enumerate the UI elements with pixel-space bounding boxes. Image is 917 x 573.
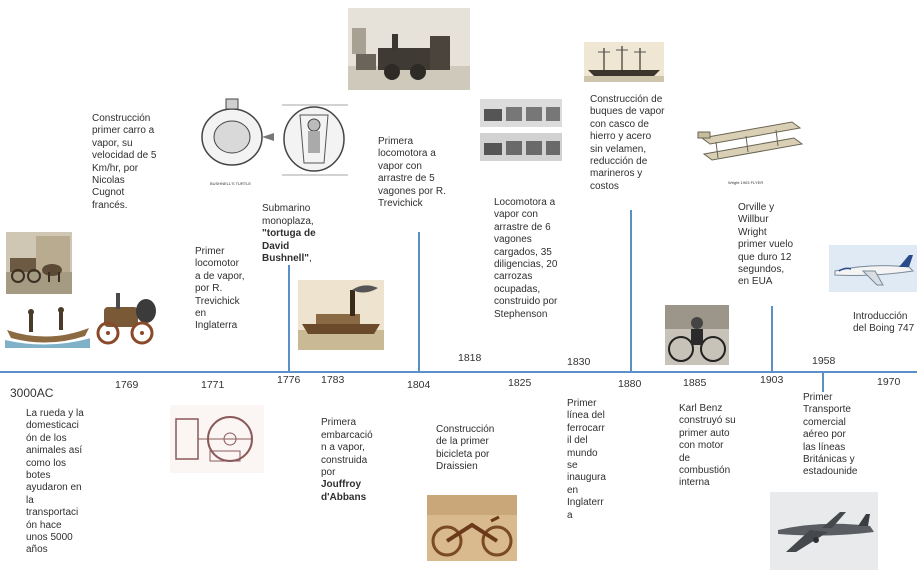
connector-1776	[288, 265, 290, 371]
event-1769: Construcción primer carro a vapor, su ve…	[92, 113, 157, 211]
year-1783: 1783	[321, 374, 345, 386]
connector-1804	[418, 232, 420, 371]
event-1776-name: "tortuga de David Bushnell"	[262, 228, 316, 265]
event-1783-text: Primera embarcació n a vapor, construida…	[321, 417, 373, 479]
draisienne-bicycle-image	[427, 495, 517, 561]
event-3000ac: La rueda y la domesticaci ón de los anim…	[26, 408, 84, 556]
event-1776-text: Submarino monoplaza,	[262, 203, 314, 227]
year-1880: 1880	[618, 378, 642, 390]
event-1818: Construcción de la primer bicicleta por …	[436, 424, 495, 473]
connector-1880	[630, 210, 632, 371]
event-1880: Construcción de buques de vapor con casc…	[590, 94, 665, 192]
steam-carriage-image	[90, 285, 162, 349]
event-1830: Primer línea del ferrocarr il del mundo …	[567, 398, 606, 521]
year-1804: 1804	[407, 379, 431, 391]
year-1818: 1818	[458, 352, 482, 364]
event-1783-name: Jouffroy d'Abbans	[321, 479, 367, 503]
event-1804: Primera locomotora a vapor con arrastre …	[378, 136, 446, 210]
connector-1958	[822, 372, 824, 392]
canoe-image	[5, 300, 91, 348]
airliner-image	[770, 492, 878, 570]
train-drawings-image	[478, 97, 564, 165]
boeing-747-image	[829, 245, 917, 292]
steamboat-image	[298, 280, 384, 350]
submarine-image: BUSHNELL'S TURTLE	[190, 85, 362, 188]
year-1903: 1903	[760, 374, 784, 386]
year-1958: 1958	[812, 355, 836, 367]
event-1783: Primera embarcació n a vapor, construida…	[321, 405, 373, 517]
event-1776: Submarino monoplaza, "tortuga de David B…	[262, 191, 316, 265]
year-1825: 1825	[508, 377, 532, 389]
event-1903: Orville y Willbur Wright primer vuelo qu…	[738, 202, 794, 288]
year-1970: 1970	[877, 376, 901, 388]
event-1970: Introducción del Boing 747	[853, 311, 915, 335]
event-1885: Karl Benz construyó su primer auto con m…	[679, 403, 736, 489]
year-1771: 1771	[201, 379, 225, 391]
year-1830: 1830	[567, 356, 591, 368]
locomotive-photo-image	[348, 8, 470, 90]
event-1771: Primer locomotor a de vapor, por R. Trev…	[195, 246, 245, 332]
benz-car-image	[665, 305, 729, 365]
connector-1903	[771, 306, 773, 371]
event-1825: Locomotora a vapor con arrastre de 6 vag…	[494, 197, 558, 320]
submarine-caption: BUSHNELL'S TURTLE	[210, 181, 251, 186]
event-1958: Primer Transporte comercial aéreo por la…	[803, 392, 858, 478]
steamship-image	[584, 42, 664, 82]
event-1776-tail: ,	[308, 253, 312, 265]
year-1769: 1769	[115, 379, 139, 391]
wright-flyer-image: Wright 1903 FLYER	[696, 108, 806, 188]
year-1885: 1885	[683, 377, 707, 389]
year-1776: 1776	[277, 374, 301, 386]
flyer-caption: Wright 1903 FLYER	[728, 180, 763, 185]
trevithick-engine-image	[170, 405, 264, 473]
timeline-axis	[0, 371, 917, 373]
ancient-cart-image	[6, 232, 72, 294]
year-3000ac: 3000AC	[10, 386, 54, 400]
